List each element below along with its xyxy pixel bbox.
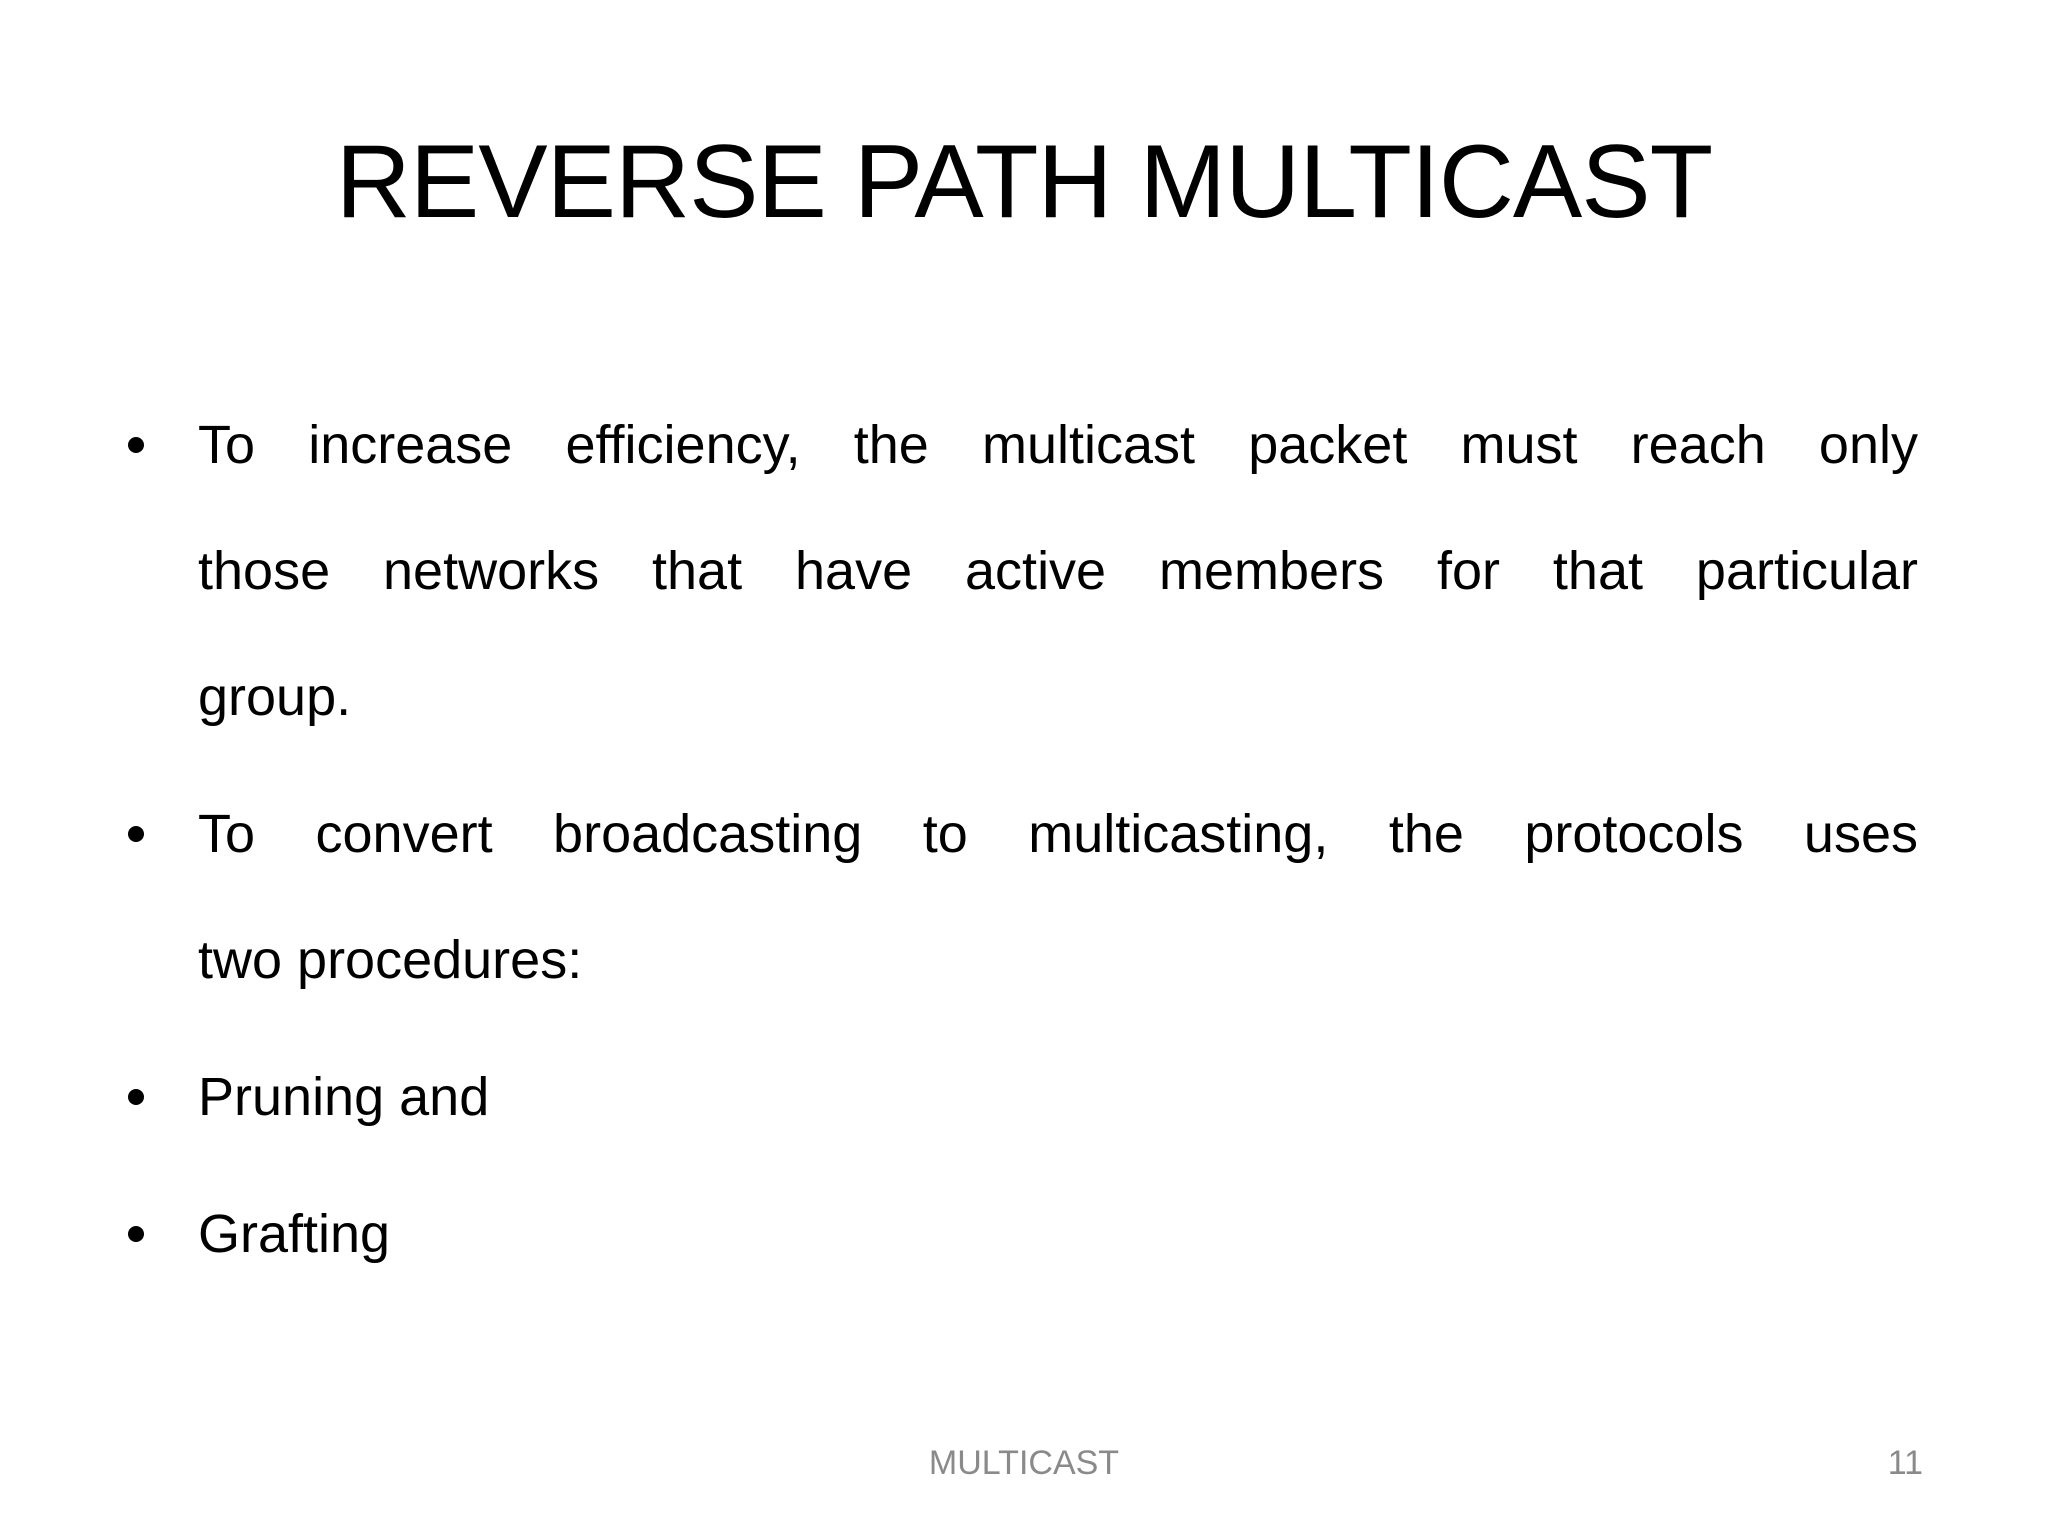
bullet-list: To increase efficiency, the multicast pa… — [128, 382, 1918, 1308]
bullet-icon — [128, 826, 144, 842]
bullet-item-1: To increase efficiency, the multicast pa… — [128, 382, 1918, 760]
bullet-line: Pruning and — [198, 1067, 490, 1127]
bullet-line: To convert broadcasting to multicasting,… — [198, 804, 1918, 864]
bullet-icon — [128, 437, 144, 453]
footer-title: MULTICAST — [928, 1444, 1120, 1482]
bullet-item-3: Pruning and — [128, 1034, 1918, 1160]
slide-title: REVERSE PATH MULTICAST — [335, 124, 1713, 240]
bullet-line: group. — [198, 667, 352, 727]
bullet-item-4: Grafting — [128, 1171, 1918, 1297]
bullet-item-2: To convert broadcasting to multicasting,… — [128, 771, 1918, 1023]
bullet-icon — [128, 1226, 144, 1242]
bullet-line: two procedures: — [198, 930, 583, 990]
bullet-line: Grafting — [198, 1204, 391, 1264]
bullet-icon — [128, 1089, 144, 1105]
bullet-line: those networks that have active members … — [198, 541, 1918, 601]
page-number: 11 — [1887, 1444, 1923, 1482]
bullet-line: To increase efficiency, the multicast pa… — [198, 415, 1918, 475]
